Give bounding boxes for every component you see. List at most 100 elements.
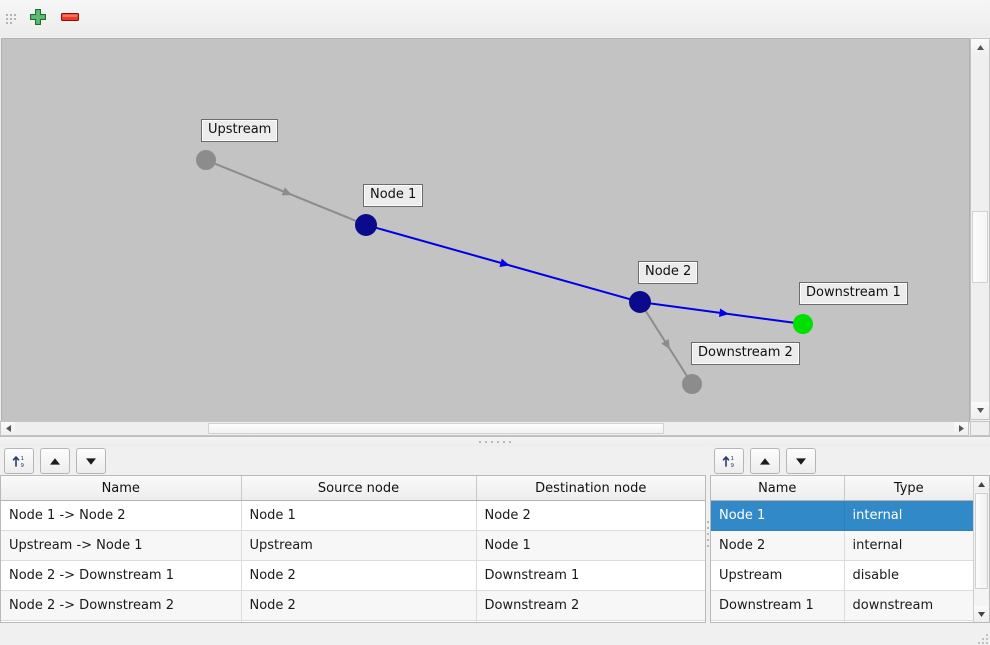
horizontal-splitter[interactable] <box>0 436 990 446</box>
column-header-destination-node[interactable]: Destination node <box>476 476 705 501</box>
nodes-move-up-button[interactable] <box>750 448 780 474</box>
caret-left-icon <box>5 425 11 432</box>
table-cell[interactable] <box>711 620 845 622</box>
toolbar-drag-handle[interactable] <box>4 8 18 30</box>
scroll-thumb[interactable] <box>975 493 988 589</box>
svg-text:1: 1 <box>731 456 735 462</box>
main-toolbar <box>0 0 990 38</box>
vertical-splitter[interactable] <box>706 445 710 623</box>
graph-node-downstream2[interactable] <box>682 374 702 394</box>
scroll-down-button[interactable] <box>971 402 989 419</box>
graph-node-label-node2[interactable]: Node 2 <box>638 261 699 284</box>
table-cell[interactable]: Node 1 <box>241 500 477 531</box>
table-row-empty[interactable] <box>711 620 973 622</box>
graph-edge-arrow-upstream-node1 <box>281 187 293 196</box>
table-cell[interactable]: disable <box>844 560 973 591</box>
table-cell[interactable] <box>476 620 705 622</box>
edges-toolbar: 1 9 <box>0 445 706 475</box>
scrollbar-corner <box>970 421 990 436</box>
scroll-track[interactable] <box>971 56 989 402</box>
graph-horizontal-scrollbar[interactable] <box>0 421 969 436</box>
table-cell[interactable]: Downstream 1 <box>711 590 845 621</box>
table-cell[interactable]: Node 1 -> Node 2 <box>1 500 242 531</box>
table-cell[interactable]: Downstream 2 <box>476 590 705 621</box>
table-cell[interactable]: Node 1 <box>476 530 705 561</box>
table-row-empty[interactable] <box>1 620 705 622</box>
column-header-name[interactable]: Name <box>711 476 845 501</box>
column-header-name[interactable]: Name <box>1 476 242 501</box>
column-header-source-node[interactable]: Source node <box>241 476 477 501</box>
edges-sort-button[interactable]: 1 9 <box>4 448 34 474</box>
table-cell[interactable]: Node 2 <box>241 560 477 591</box>
triangle-up-icon <box>760 457 770 465</box>
add-node-button[interactable] <box>22 4 54 34</box>
table-cell[interactable]: Node 2 -> Downstream 1 <box>1 560 242 591</box>
edges-move-up-button[interactable] <box>40 448 70 474</box>
graph-node-downstream1[interactable] <box>793 314 813 334</box>
svg-text:9: 9 <box>21 463 25 469</box>
nodes-toolbar: 1 9 <box>710 445 990 475</box>
table-cell[interactable]: Node 1 <box>711 500 845 531</box>
triangle-down-icon <box>796 457 806 465</box>
edges-move-down-button[interactable] <box>76 448 106 474</box>
scroll-up-button[interactable] <box>974 476 989 492</box>
window-resize-grip[interactable] <box>976 632 988 644</box>
remove-node-button[interactable] <box>54 4 86 34</box>
table-cell[interactable]: downstream <box>844 590 973 621</box>
graph-node-label-upstream[interactable]: Upstream <box>201 119 279 142</box>
graph-node-label-downstream2[interactable]: Downstream 2 <box>691 342 800 365</box>
nodes-table-scrollbar[interactable] <box>973 476 989 622</box>
scroll-up-button[interactable] <box>971 39 989 56</box>
table-cell[interactable]: Downstream 1 <box>476 560 705 591</box>
graph-edge-arrow-node1-node2 <box>499 258 510 268</box>
graph-node-node1[interactable] <box>355 214 377 236</box>
table-cell[interactable]: Node 2 <box>241 590 477 621</box>
scroll-thumb[interactable] <box>972 211 988 283</box>
status-bar <box>0 623 990 645</box>
table-cell[interactable]: Node 2 <box>476 500 705 531</box>
table-cell[interactable]: Node 2 <box>711 530 845 561</box>
graph-node-label-node1[interactable]: Node 1 <box>363 184 424 207</box>
table-cell[interactable]: Upstream <box>711 560 845 591</box>
graph-node-node2[interactable] <box>629 291 651 313</box>
table-cell[interactable] <box>1 620 242 622</box>
triangle-down-icon <box>86 457 96 465</box>
table-cell[interactable]: internal <box>844 530 973 561</box>
scroll-right-button[interactable] <box>954 422 968 435</box>
scroll-thumb[interactable] <box>208 423 664 434</box>
table-cell[interactable]: Node 2 -> Downstream 2 <box>1 590 242 621</box>
table-cell[interactable] <box>241 620 477 622</box>
nodes-move-down-button[interactable] <box>786 448 816 474</box>
table-cell[interactable] <box>844 620 973 622</box>
plus-icon <box>28 7 48 31</box>
column-header-type[interactable]: Type <box>844 476 973 501</box>
table-cell[interactable]: internal <box>844 500 973 531</box>
table-cell[interactable]: Upstream <box>241 530 477 561</box>
graph-node-label-downstream1[interactable]: Downstream 1 <box>799 282 908 305</box>
table-cell[interactable]: Upstream -> Node 1 <box>1 530 242 561</box>
scroll-down-button[interactable] <box>974 606 989 622</box>
graph-vertical-scrollbar[interactable] <box>970 38 990 420</box>
nodes-sort-button[interactable]: 1 9 <box>714 448 744 474</box>
scroll-left-button[interactable] <box>1 422 15 435</box>
graph-node-upstream[interactable] <box>196 150 216 170</box>
